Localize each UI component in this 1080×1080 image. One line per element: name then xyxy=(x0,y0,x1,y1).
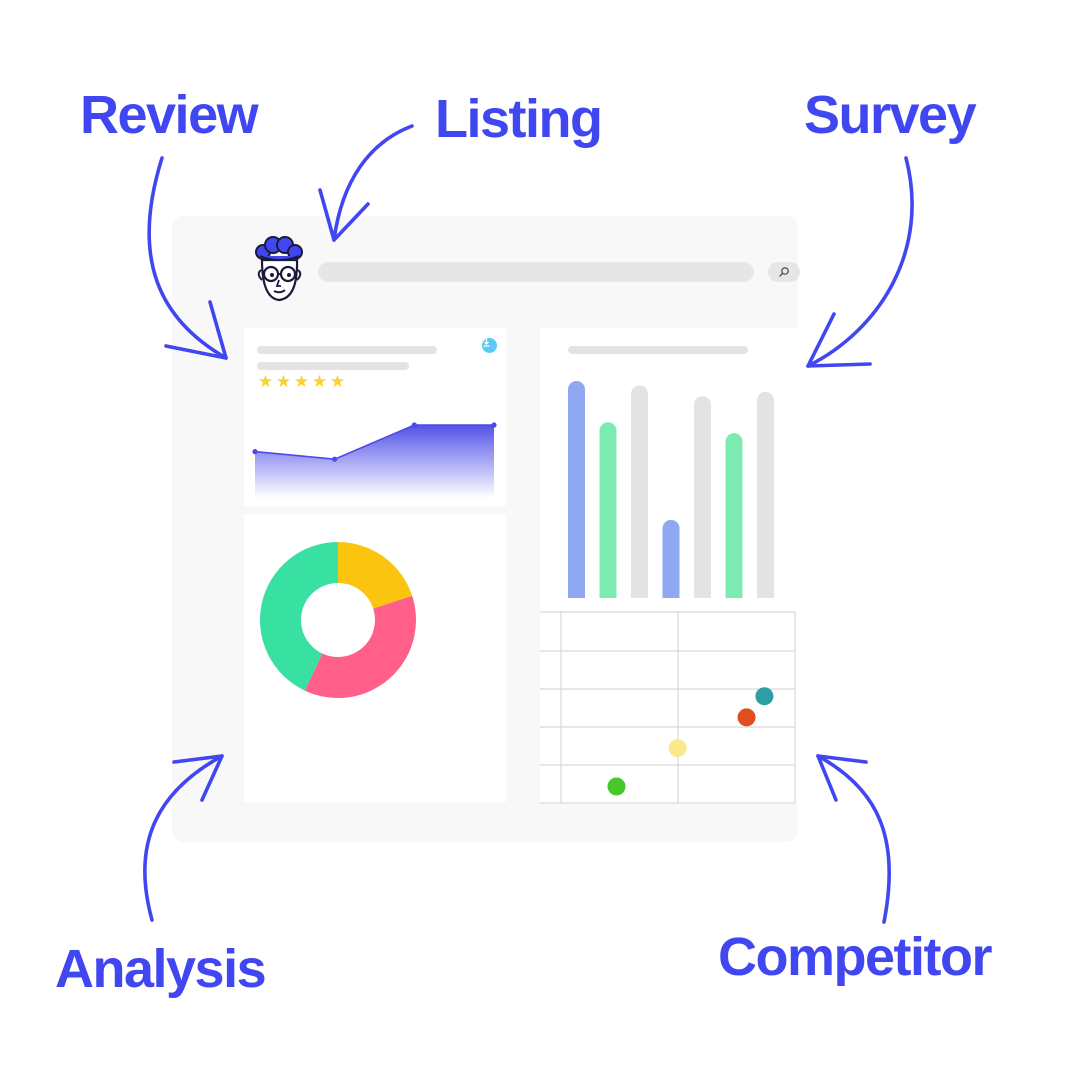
subtitle-placeholder xyxy=(257,362,409,370)
competitor-label: Competitor xyxy=(718,927,992,987)
analysis-arrow xyxy=(143,754,224,922)
bar-chart xyxy=(568,381,774,598)
download-icon xyxy=(483,339,490,347)
donut-slice xyxy=(304,595,416,698)
scatter-point xyxy=(737,708,756,727)
review-card: ★★★★★ xyxy=(244,328,506,506)
donut-chart xyxy=(260,542,416,698)
download-badge[interactable] xyxy=(482,338,497,353)
competitor-arrow xyxy=(816,754,892,924)
star-icon: ★ xyxy=(293,372,310,392)
bar xyxy=(757,391,774,598)
bar xyxy=(662,519,680,598)
title-placeholder xyxy=(257,346,437,354)
review-arrow xyxy=(147,156,228,360)
donut-slice xyxy=(338,542,413,609)
review-arrow-head xyxy=(164,300,228,360)
review-line-chart xyxy=(252,422,497,498)
bar xyxy=(631,385,648,598)
scatter-chart xyxy=(540,611,796,804)
survey-card xyxy=(540,328,798,598)
listing-arrow-head xyxy=(318,188,370,242)
competitor-arrow-head xyxy=(816,754,868,802)
search-icon xyxy=(779,267,789,277)
survey-label: Survey xyxy=(804,85,977,145)
donut-slice xyxy=(260,542,338,691)
analysis-arrow-head xyxy=(172,754,224,802)
mascot-icon xyxy=(252,236,308,304)
line-series xyxy=(254,424,494,461)
listing-label: Listing xyxy=(435,89,603,149)
line-point xyxy=(252,449,258,455)
dashboard-window: ★★★★★ xyxy=(172,216,800,842)
line-point xyxy=(491,422,497,428)
star-icon: ★ xyxy=(329,372,346,392)
line-point xyxy=(411,422,417,428)
bar xyxy=(568,381,585,598)
listing-arrow xyxy=(332,124,414,242)
bar xyxy=(694,396,711,598)
title-placeholder xyxy=(568,346,748,354)
bar xyxy=(599,422,617,598)
analysis-card xyxy=(244,514,506,802)
bar xyxy=(725,433,743,598)
competitor-card xyxy=(540,598,798,804)
search-button[interactable] xyxy=(768,262,800,282)
line-point xyxy=(332,456,338,462)
scatter-point xyxy=(607,777,626,796)
survey-arrow-head xyxy=(806,312,872,368)
scatter-grid xyxy=(540,611,796,804)
analysis-label: Analysis xyxy=(55,939,267,999)
star-icon: ★ xyxy=(257,372,274,392)
survey-arrow xyxy=(806,156,914,368)
search-input[interactable] xyxy=(318,262,754,282)
scatter-point xyxy=(755,687,774,706)
star-icon: ★ xyxy=(275,372,292,392)
review-label: Review xyxy=(80,85,259,145)
star-rating: ★★★★★ xyxy=(257,374,346,391)
scatter-point xyxy=(668,739,687,758)
star-icon: ★ xyxy=(311,372,328,392)
line-area xyxy=(255,425,494,498)
